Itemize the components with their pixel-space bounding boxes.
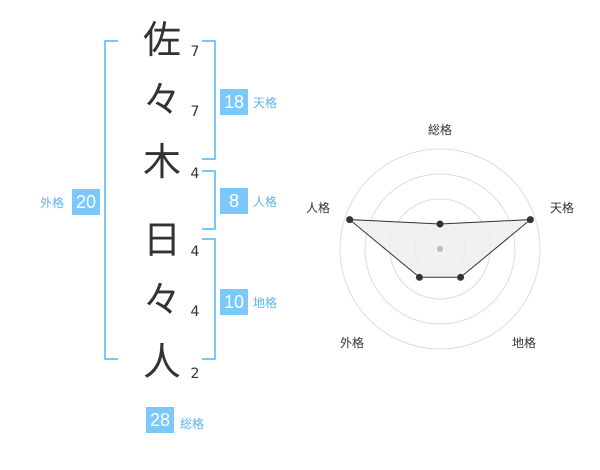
tenkaku-label: 天格 <box>253 96 278 110</box>
stroke-count-1: 7 <box>190 44 200 60</box>
chikaku-label: 地格 <box>253 296 278 310</box>
name-char-6: 人 <box>142 340 181 384</box>
tenkaku-value: 18 <box>220 89 248 115</box>
radar-point-1 <box>436 220 444 228</box>
tenkaku-bracket <box>202 40 216 160</box>
radar-ring <box>339 148 541 350</box>
radar-label-chikaku: 地格 <box>512 336 537 350</box>
stroke-count-3: 4 <box>190 166 200 182</box>
gaikaku-bracket <box>104 40 118 360</box>
radar-label-tenkaku: 天格 <box>550 201 575 215</box>
radar-point-4 <box>415 273 423 281</box>
radar-label-gaikaku: 外格 <box>340 336 365 350</box>
radar-center-dot <box>437 246 443 252</box>
soukaku-value: 28 <box>146 407 174 433</box>
name-char-5: 々 <box>142 278 181 322</box>
gaikaku-value: 20 <box>72 189 100 215</box>
name-char-4: 日 <box>142 218 181 262</box>
jinkaku-label: 人格 <box>253 195 278 209</box>
name-char-2: 々 <box>142 78 181 122</box>
radar-point-2 <box>526 216 534 224</box>
soukaku-label: 総格 <box>180 417 205 431</box>
radar-label-soukaku: 総格 <box>428 123 453 137</box>
name-char-3: 木 <box>142 140 181 184</box>
radar-label-jinkaku: 人格 <box>306 201 331 215</box>
stroke-count-4: 4 <box>190 244 200 260</box>
stroke-count-2: 7 <box>190 104 200 120</box>
radar-point-3 <box>457 273 465 281</box>
name-char-1: 佐 <box>142 18 181 62</box>
jinkaku-value: 8 <box>220 188 248 214</box>
jinkaku-bracket <box>202 170 216 230</box>
stroke-count-6: 2 <box>190 366 200 382</box>
radar-ring <box>364 173 516 325</box>
gaikaku-label: 外格 <box>40 196 65 210</box>
chikaku-bracket <box>202 238 216 360</box>
chikaku-value: 10 <box>220 289 248 315</box>
stroke-count-5: 4 <box>190 304 200 320</box>
radar-point-5 <box>346 216 354 224</box>
